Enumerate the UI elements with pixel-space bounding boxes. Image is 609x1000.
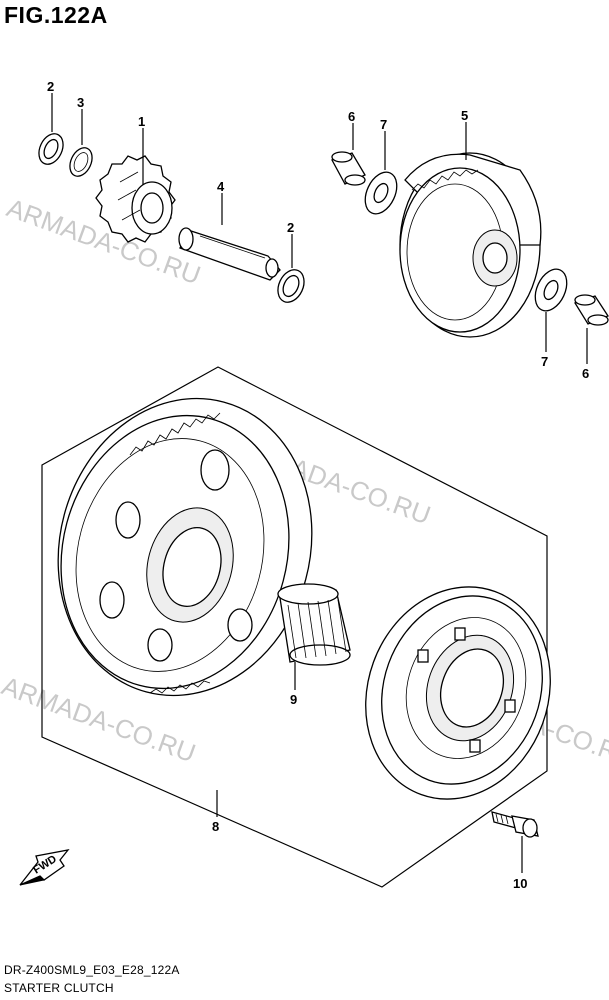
bushing-part-6 xyxy=(331,151,366,186)
callout-4: 4 xyxy=(217,179,225,194)
washer-part-2 xyxy=(38,133,64,165)
callout-9: 9 xyxy=(290,692,297,707)
callout-3: 3 xyxy=(77,95,84,110)
bolt-part-10 xyxy=(491,811,539,838)
callout-6: 6 xyxy=(582,366,589,381)
leader-lines xyxy=(51,93,588,873)
washer-part-7 xyxy=(364,171,398,215)
starter-gear-part-5 xyxy=(399,152,542,338)
model-code: DR-Z400SML9_E03_E28_122A xyxy=(4,963,180,977)
callout-7: 7 xyxy=(380,117,387,132)
idle-gear-part-1 xyxy=(95,155,176,243)
callout-1: 1 xyxy=(138,114,145,129)
bushing-part-6 xyxy=(574,294,609,326)
figure-title: FIG.122A xyxy=(4,2,108,28)
needle-bearing-part-9 xyxy=(277,583,351,666)
callout-2: 2 xyxy=(287,220,294,235)
shaft-part-4 xyxy=(178,227,281,281)
starter-clutch-gear xyxy=(57,397,313,697)
assembly-box-part-8 xyxy=(41,366,548,888)
callout-10: 10 xyxy=(513,876,527,891)
washer-part-7 xyxy=(534,268,568,312)
circlip-part-3 xyxy=(69,147,93,177)
washer-part-2 xyxy=(277,269,305,303)
callout-8: 8 xyxy=(212,819,219,834)
callout-5: 5 xyxy=(461,108,468,123)
fwd-arrow-icon: FWD xyxy=(19,849,70,886)
one-way-clutch xyxy=(365,586,551,800)
callout-2: 2 xyxy=(47,79,54,94)
callout-6: 6 xyxy=(348,109,355,124)
figure-caption: STARTER CLUTCH xyxy=(4,981,114,995)
callout-7: 7 xyxy=(541,354,548,369)
